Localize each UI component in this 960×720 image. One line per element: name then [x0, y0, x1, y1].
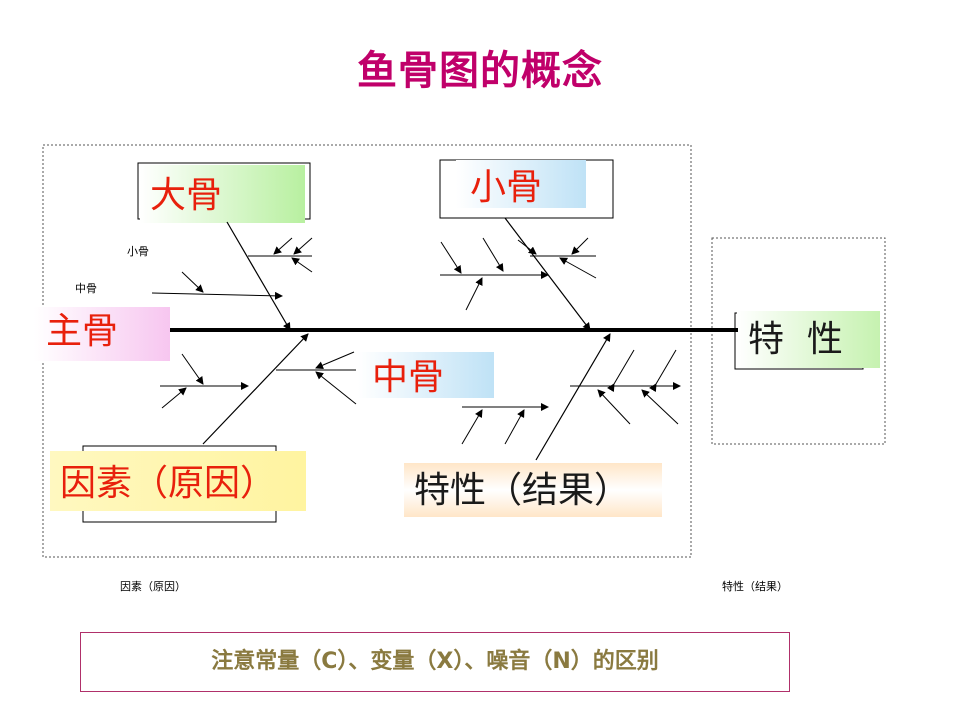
middle-bone-label: 中骨	[372, 357, 445, 398]
small-bone-small-label: 小骨	[127, 245, 149, 258]
effect-fill	[404, 463, 662, 517]
main-bone-fill	[34, 307, 170, 361]
cause-fill	[50, 451, 306, 511]
characteristic-fill	[737, 311, 880, 368]
effect-small-label: 特性（结果）	[722, 580, 788, 593]
effect-label: 特性（结果）	[414, 470, 631, 511]
big-bone-fill	[140, 165, 305, 223]
note-box: 注意常量（C）、变量（X）、噪音（N）的区别	[80, 632, 790, 692]
head-frame	[711, 237, 886, 445]
big-bone-label: 大骨	[150, 175, 223, 216]
main-bone-label: 主骨	[46, 311, 119, 352]
small-bone-fill	[456, 160, 586, 208]
small-bone-label: 小骨	[470, 167, 543, 208]
page-title: 鱼骨图的概念	[357, 48, 603, 94]
characteristic-label: 特 性	[748, 319, 843, 360]
middle-bone-fill	[358, 352, 494, 398]
middle-bone-small-label: 中骨	[75, 282, 97, 295]
cause-small-label: 因素（原因）	[120, 580, 186, 593]
cause-label: 因素（原因）	[60, 463, 277, 504]
